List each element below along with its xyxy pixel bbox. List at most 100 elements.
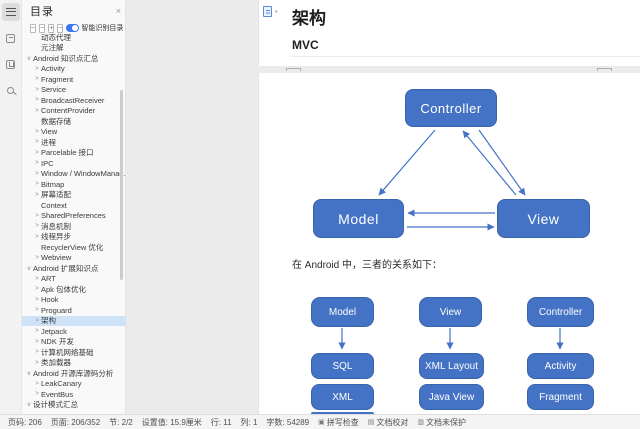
toc-item[interactable]: >Window / WindowManag...	[22, 169, 126, 180]
toc-item[interactable]: >消息机制	[22, 221, 126, 232]
toggle-on-icon[interactable]	[66, 24, 80, 32]
chevron-collapsed-icon[interactable]: >	[35, 338, 39, 345]
chevron-expanded-icon[interactable]: ∨	[26, 402, 32, 409]
toc-item[interactable]: >Jetpack	[22, 326, 126, 337]
rel-view-child-xml-layout[interactable]: XML Layout	[419, 353, 484, 379]
chevron-collapsed-icon[interactable]: >	[35, 359, 39, 366]
chevron-expanded-icon[interactable]: ∨	[26, 55, 32, 62]
toc-item[interactable]: >ART	[22, 274, 126, 285]
chevron-collapsed-icon[interactable]: >	[35, 97, 39, 104]
smart-toc-toggle[interactable]: 智能识别目录	[66, 23, 123, 33]
toc-item[interactable]: >Hook	[22, 295, 126, 306]
chevron-collapsed-icon[interactable]: >	[35, 170, 39, 177]
chevron-collapsed-icon[interactable]: >	[35, 86, 39, 93]
heading-collapse-icon[interactable]	[263, 6, 272, 17]
toc-item[interactable]: >IPC	[22, 158, 126, 169]
toc-item[interactable]: >类加载器	[22, 358, 126, 369]
toc-item[interactable]: >View	[22, 127, 126, 138]
toc-item[interactable]: 元注解	[22, 43, 126, 54]
chevron-collapsed-icon[interactable]: >	[35, 286, 39, 293]
chevron-collapsed-icon[interactable]: >	[35, 307, 39, 314]
toc-item[interactable]: 数据存储	[22, 116, 126, 127]
chevron-collapsed-icon[interactable]: >	[35, 328, 39, 335]
mvc-view-node[interactable]: View	[497, 199, 590, 238]
chevron-collapsed-icon[interactable]: >	[35, 349, 39, 356]
chevron-collapsed-icon[interactable]: >	[35, 275, 39, 282]
rel-model-child-sql[interactable]: SQL	[311, 353, 374, 379]
toc-item[interactable]: >进程	[22, 137, 126, 148]
toc-item[interactable]: >Service	[22, 85, 126, 96]
collapse-other-button[interactable]: −	[57, 23, 64, 33]
status-tool[interactable]: ▥文档未保护	[417, 417, 466, 428]
chevron-collapsed-icon[interactable]: >	[35, 296, 39, 303]
toc-item[interactable]: >NDK 开发	[22, 337, 126, 348]
search-button[interactable]	[2, 81, 20, 99]
page-thumbnails-button[interactable]	[2, 29, 20, 47]
chevron-collapsed-icon[interactable]: >	[35, 380, 39, 387]
rel-controller-header[interactable]: Controller	[527, 297, 594, 327]
toc-item[interactable]: >屏幕适配	[22, 190, 126, 201]
status-tool[interactable]: ▣拼写检查	[318, 417, 359, 428]
toc-item[interactable]: >LeakCanary	[22, 379, 126, 390]
document-page-prev[interactable]: ▾ 架构 MVC	[259, 0, 640, 66]
chevron-collapsed-icon[interactable]: >	[35, 254, 39, 261]
collapse-all-button[interactable]: −	[30, 23, 37, 33]
toc-item[interactable]: 动态代理	[22, 32, 126, 43]
chevron-down-icon[interactable]: ▾	[275, 9, 278, 15]
toc-item[interactable]: Context	[22, 200, 126, 211]
toc-item[interactable]: >Bitmap	[22, 179, 126, 190]
toc-item[interactable]: >Fragment	[22, 74, 126, 85]
chevron-collapsed-icon[interactable]: >	[35, 233, 39, 240]
toc-item[interactable]: >EventBus	[22, 389, 126, 400]
toc-item[interactable]: ∨Android 知识点汇总	[22, 53, 126, 64]
mvc-model-node[interactable]: Model	[313, 199, 404, 238]
chevron-collapsed-icon[interactable]: >	[35, 191, 39, 198]
toc-item[interactable]: >Proguard	[22, 305, 126, 316]
toc-item[interactable]: >Webview	[22, 253, 126, 264]
chevron-collapsed-icon[interactable]: >	[35, 223, 39, 230]
chevron-expanded-icon[interactable]: ∨	[26, 370, 32, 377]
toc-item[interactable]: RecyclerView 优化	[22, 242, 126, 253]
chevron-collapsed-icon[interactable]: >	[35, 65, 39, 72]
chevron-collapsed-icon[interactable]: >	[35, 139, 39, 146]
toc-item[interactable]: >Apk 包体优化	[22, 284, 126, 295]
rel-view-child-java-view[interactable]: Java View	[419, 384, 484, 410]
chevron-collapsed-icon[interactable]: >	[35, 212, 39, 219]
toc-item-label: 计算机网络基础	[41, 347, 94, 357]
chevron-collapsed-icon[interactable]: >	[35, 76, 39, 83]
toc-item[interactable]: ∨Android 扩展知识点	[22, 263, 126, 274]
toc-item[interactable]: ∨Android 开源库源码分析	[22, 368, 126, 379]
toc-item[interactable]: >ContentProvider	[22, 106, 126, 117]
collapse-level-button[interactable]: −	[39, 23, 46, 33]
toc-panel-button[interactable]	[1, 3, 20, 21]
rel-controller-child-activity[interactable]: Activity	[527, 353, 594, 379]
close-icon[interactable]: ×	[115, 5, 121, 16]
chevron-collapsed-icon[interactable]: >	[35, 107, 39, 114]
toc-item[interactable]: >Parcelable 接口	[22, 148, 126, 159]
chevron-collapsed-icon[interactable]: >	[35, 391, 39, 398]
toc-item[interactable]: >BroadcastReceiver	[22, 95, 126, 106]
document-page-current[interactable]: Controller Model View 在 Android 中，三者的关系如…	[259, 73, 640, 414]
toc-item[interactable]: ∨设计模式汇总	[22, 400, 126, 411]
rel-view-header[interactable]: View	[419, 297, 482, 327]
toc-item[interactable]: >架构	[22, 315, 126, 326]
chevron-collapsed-icon[interactable]: >	[35, 317, 39, 324]
toc-item[interactable]: >Activity	[22, 64, 126, 75]
chevron-collapsed-icon[interactable]: >	[35, 128, 39, 135]
rel-model-header[interactable]: Model	[311, 297, 374, 327]
mvc-controller-node[interactable]: Controller	[405, 89, 497, 127]
toc-item[interactable]: >SharedPreferences	[22, 211, 126, 222]
chevron-collapsed-icon[interactable]: >	[35, 160, 39, 167]
chevron-collapsed-icon[interactable]: >	[35, 181, 39, 188]
rel-controller-child-fragment[interactable]: Fragment	[527, 384, 594, 410]
toc-scrollbar[interactable]	[120, 90, 123, 280]
expand-all-button[interactable]: +	[48, 23, 55, 33]
chevron-collapsed-icon[interactable]: >	[35, 149, 39, 156]
chevron-expanded-icon[interactable]: ∨	[26, 265, 32, 272]
bookmarks-button[interactable]	[2, 55, 20, 73]
rel-model-child-xml[interactable]: XML	[311, 384, 374, 410]
status-tool[interactable]: ▤文档校对	[368, 417, 409, 428]
toc-item[interactable]: >线程异步	[22, 232, 126, 243]
toc-item[interactable]: >计算机网络基础	[22, 347, 126, 358]
